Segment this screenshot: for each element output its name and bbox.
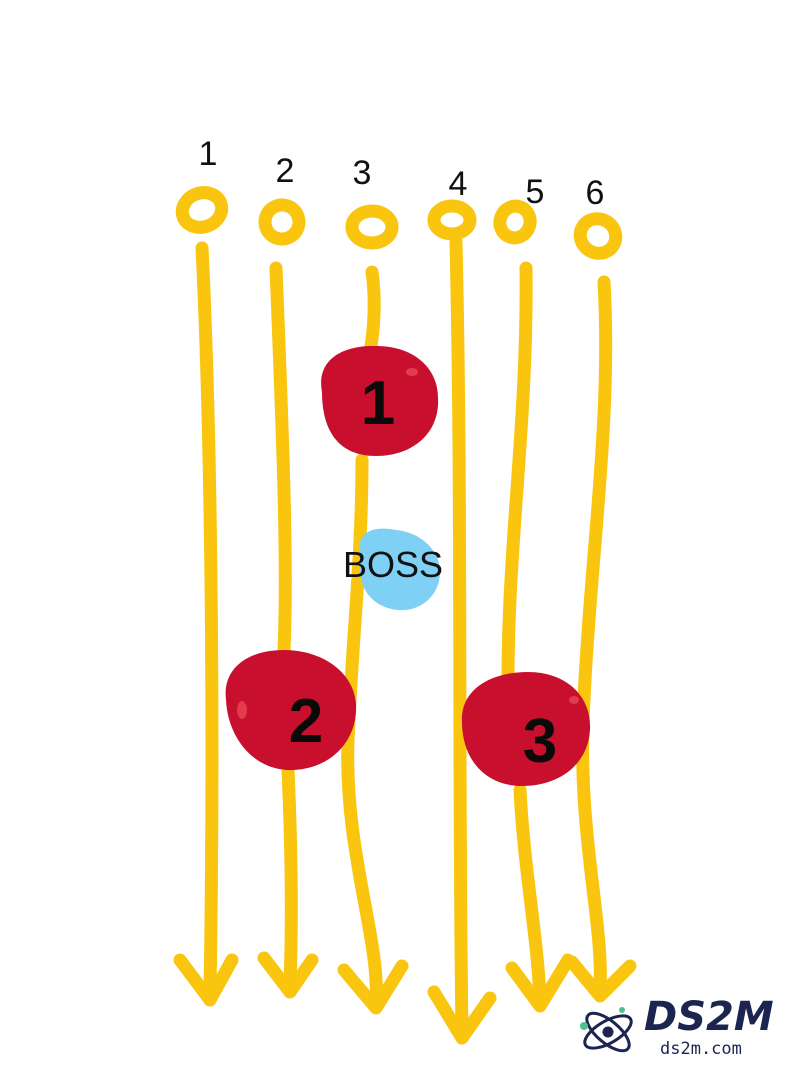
marker-3-shine [569,696,579,704]
lane-path-1 [195,241,219,1002]
lane-start-circle [175,186,229,234]
lane-number-3: 3 [353,154,372,192]
lane-path-5 [501,261,547,1007]
marker-1: 1 [321,345,439,456]
lane-path-2-arrowhead [257,951,319,999]
lane-number-2: 2 [276,152,295,190]
lane-path-6-arrowhead [565,955,637,1003]
marker-3: 3 [461,672,591,786]
atom-logo-icon [580,1007,633,1053]
lane-path-5-arrowhead [505,953,575,1013]
marker-2-body [225,650,357,771]
watermark: DS2M ds2m.com [580,994,774,1059]
lane-number-1: 1 [199,135,218,173]
lane-start-circle [427,199,477,241]
watermark-text: DS2M [644,994,774,1040]
marker-3-label: 3 [523,707,557,776]
marker-1-shine [406,368,418,376]
lane-number-4: 4 [449,165,468,203]
lane-start-circle [493,199,537,245]
lane-start-circle [573,212,623,260]
lane-path-6 [576,275,613,997]
lane-start-circle [345,204,399,250]
lane-path-3-arrowhead [337,959,409,1015]
lane-path-1-arrowhead [173,953,239,1007]
lane-path-4-arrowhead [427,985,497,1045]
boss-label: BOSS [343,544,443,585]
lane-path-4 [449,235,469,1039]
lane-path-3 [341,265,383,1007]
watermark-url: ds2m.com [660,1039,742,1059]
lane-path-2 [269,261,298,992]
lane-number-6: 6 [586,174,605,212]
lane-start-circle [258,198,306,246]
marker-1-label: 1 [361,369,395,438]
marker-2: 2 [225,650,357,771]
marker-3-body [461,672,591,786]
marker-2-label: 2 [289,687,323,756]
boss-blob [359,528,440,611]
lane-number-5: 5 [526,173,545,211]
marker-2-shine [237,701,247,719]
